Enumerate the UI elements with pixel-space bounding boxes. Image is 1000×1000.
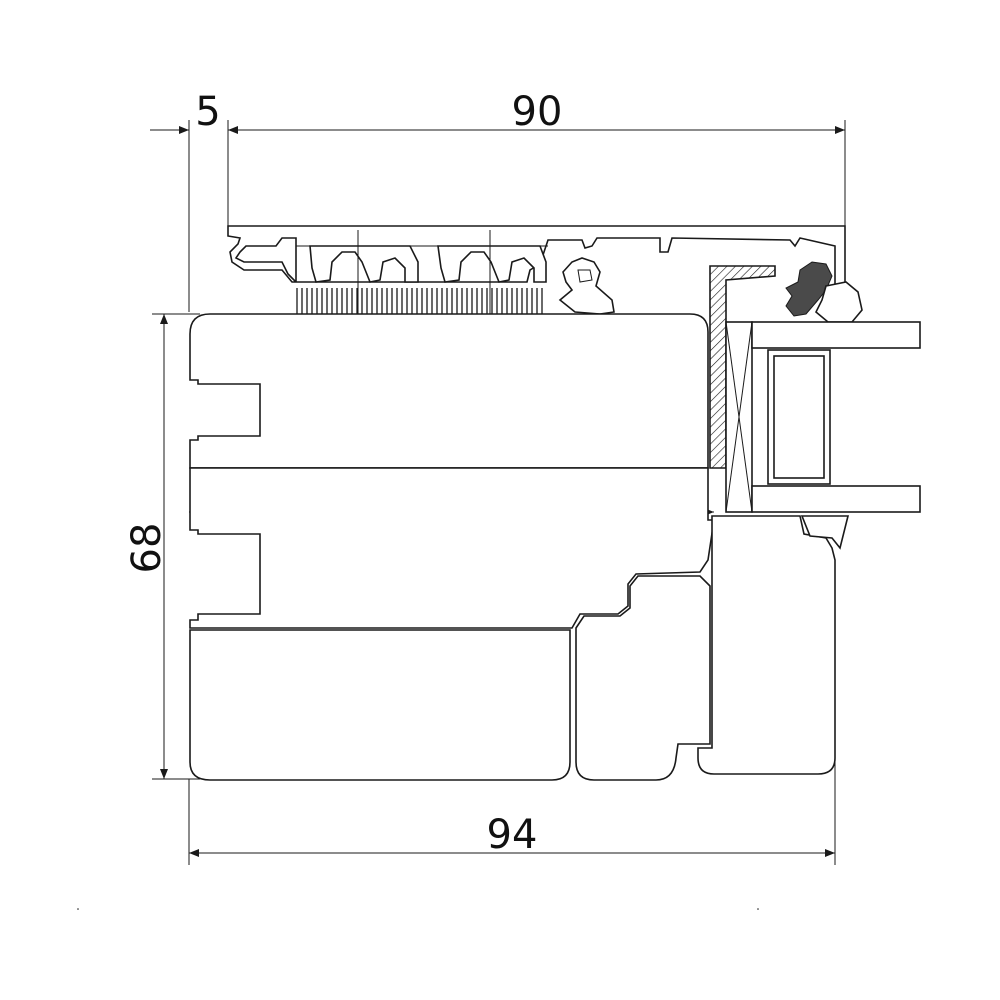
glazing-unit <box>725 321 921 513</box>
clip-chamber-1 <box>309 245 419 283</box>
clip-chamber-2 <box>437 245 547 283</box>
stray-dot-right <box>757 908 759 910</box>
window-frame <box>697 515 850 775</box>
dim-label-5: 5 <box>195 89 220 135</box>
brush-seal-strip <box>294 288 544 314</box>
sash-bottom-right-block <box>575 575 711 781</box>
sash-upper-block <box>189 313 709 469</box>
stray-dot-left <box>77 908 79 910</box>
glazing-clip <box>558 257 615 315</box>
frame-profile <box>697 515 836 775</box>
dimension-bottom: 94 <box>188 760 836 865</box>
bead-cross-2 <box>725 321 753 513</box>
glazing-clip-hole <box>577 269 593 283</box>
sash-bottom-block <box>189 629 571 781</box>
glazing-gasket <box>785 261 833 317</box>
sash-lower-block <box>189 467 715 629</box>
dimension-top: 5 90 <box>150 89 846 312</box>
dim-label-90: 90 <box>512 89 563 135</box>
dim-label-68: 68 <box>124 523 170 574</box>
dimension-left: 68 <box>124 313 200 780</box>
spacer-bar-inner <box>773 355 825 479</box>
timber-sash <box>189 313 715 781</box>
dim-label-94: 94 <box>487 812 538 858</box>
glass-pane-bottom <box>751 485 921 513</box>
aluminium-cover-profile <box>227 225 846 330</box>
glass-pane-top <box>751 321 921 349</box>
frame-stop <box>800 515 850 550</box>
